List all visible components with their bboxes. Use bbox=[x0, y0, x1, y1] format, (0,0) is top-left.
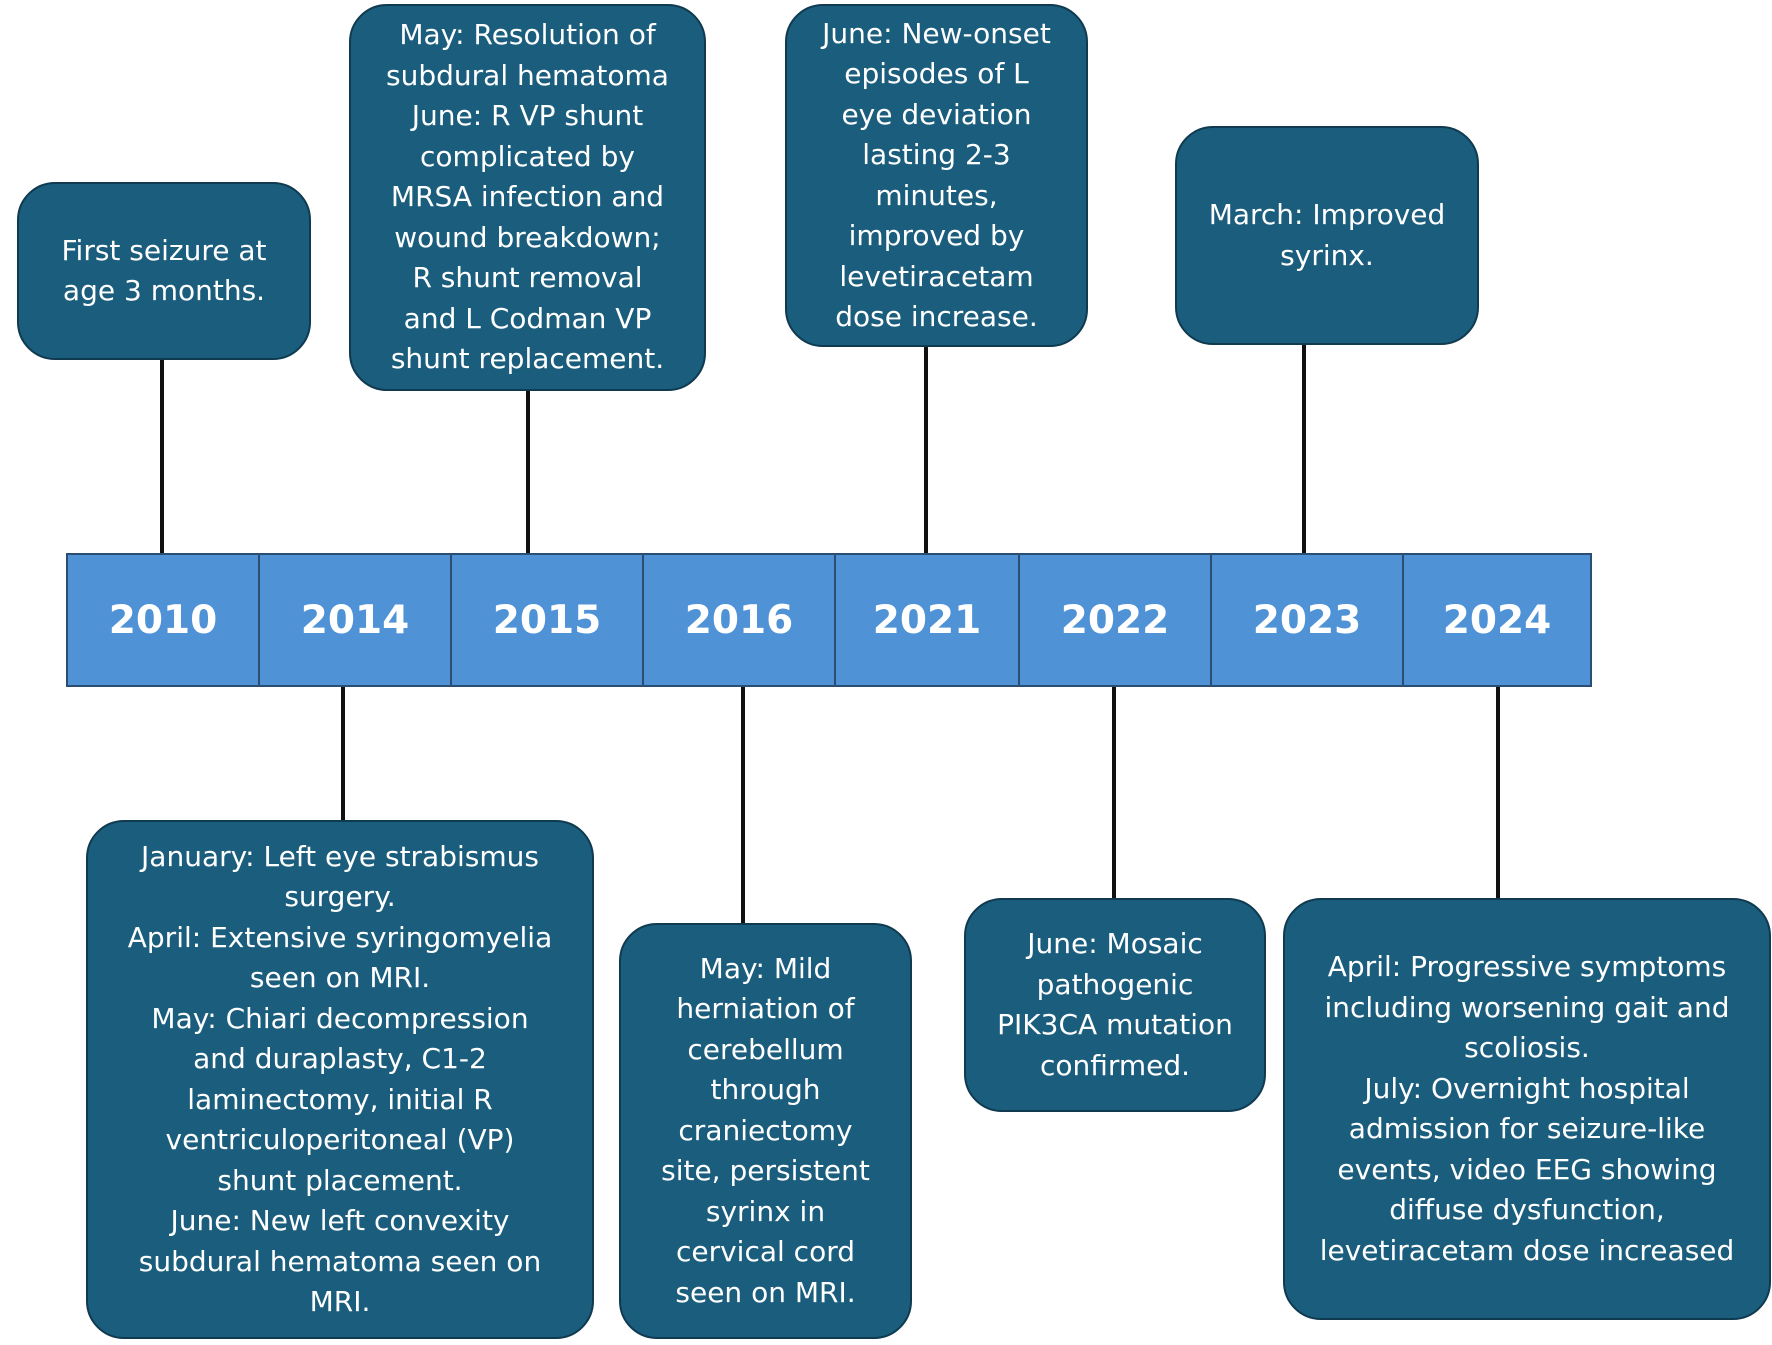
event-text-line: January: Left eye strabismus bbox=[141, 839, 539, 873]
connector-2010 bbox=[160, 358, 164, 555]
event-text-line: admission for seizure-like bbox=[1348, 1112, 1706, 1145]
event-text-line: May: Chiari decompression bbox=[151, 1001, 529, 1035]
year-2023: 2023 bbox=[1212, 555, 1404, 685]
event-text-line: levetiracetam dose increased bbox=[1319, 1233, 1735, 1267]
event-text-line: episodes of L bbox=[844, 57, 1029, 90]
event-text-line: March: Improved bbox=[1208, 198, 1446, 231]
event-text-line: PIK3CA mutation bbox=[997, 1008, 1233, 1041]
event-text-line: and L Codman VP bbox=[403, 301, 652, 335]
event-text-line: R shunt removal bbox=[412, 261, 643, 295]
event-text-line: complicated by bbox=[420, 139, 635, 173]
event-text-line: July: Overnight hospital bbox=[1364, 1071, 1690, 1105]
year-2015: 2015 bbox=[452, 555, 644, 685]
event-text-line: dose increase. bbox=[835, 300, 1038, 333]
event-text-line: MRI. bbox=[309, 1285, 371, 1318]
event-text-line: May: Mild bbox=[699, 951, 832, 985]
event-text-line: shunt placement. bbox=[217, 1163, 463, 1197]
connector-2015 bbox=[526, 389, 530, 555]
event-text-line: surgery. bbox=[284, 880, 396, 913]
connector-2021 bbox=[924, 345, 928, 555]
connector-2014 bbox=[341, 685, 345, 822]
event-text-line: subdural hematoma seen on bbox=[138, 1244, 542, 1278]
event-text-line: April: Extensive syringomyelia bbox=[127, 920, 553, 954]
event-text-line: ventriculoperitoneal (VP) bbox=[165, 1123, 515, 1156]
connector-2022 bbox=[1112, 685, 1116, 900]
event-text-line: site, persistent bbox=[661, 1154, 870, 1188]
event-text-line: including worsening gait and bbox=[1324, 990, 1730, 1024]
event-text-line: seen on MRI. bbox=[675, 1275, 856, 1309]
event-text-line: May: Resolution of bbox=[399, 18, 656, 52]
event-text-line: June: New left convexity bbox=[170, 1204, 510, 1237]
event-text-line: syrinx in bbox=[705, 1194, 826, 1228]
year-2022: 2022 bbox=[1020, 555, 1212, 685]
event-text-line: age 3 months. bbox=[62, 274, 266, 307]
year-2016: 2016 bbox=[644, 555, 836, 685]
year-2010: 2010 bbox=[68, 555, 260, 685]
event-text-line: June: R VP shunt bbox=[411, 99, 644, 133]
year-2024: 2024 bbox=[1404, 555, 1590, 685]
event-box-2010: First seizure at age 3 months. bbox=[17, 182, 311, 360]
event-box-2023: March: Improved syrinx. bbox=[1175, 126, 1479, 345]
event-text-line: shunt replacement. bbox=[390, 342, 665, 376]
event-text-line: minutes, bbox=[875, 178, 998, 212]
event-text-line: through bbox=[710, 1073, 821, 1107]
event-text-line: First seizure at bbox=[61, 233, 267, 267]
event-text-line: June: Mosaic bbox=[1027, 927, 1203, 960]
event-text-line: and duraplasty, C1-2 bbox=[193, 1042, 487, 1075]
event-text-line: cerebellum bbox=[687, 1032, 844, 1066]
event-text-line: pathogenic bbox=[1036, 967, 1194, 1001]
event-text-line: subdural hematoma bbox=[386, 58, 669, 92]
event-text-line: syrinx. bbox=[1280, 238, 1374, 272]
event-box-2014: January: Left eye strabismus surgery. Apri… bbox=[86, 820, 594, 1339]
event-text-line: events, video EEG showing bbox=[1337, 1152, 1717, 1186]
event-text-line: cervical cord bbox=[675, 1235, 856, 1269]
event-box-2024: April: Progressive symptoms including wor… bbox=[1283, 898, 1771, 1320]
event-text-line: confirmed. bbox=[1039, 1048, 1191, 1082]
timeline-bar: 2010 2014 2015 2016 2021 2022 2023 2024 bbox=[66, 553, 1592, 687]
event-text-line: April: Progressive symptoms bbox=[1327, 950, 1727, 983]
event-text-line: wound breakdown; bbox=[394, 220, 661, 254]
event-text-line: levetiracetam bbox=[839, 259, 1034, 293]
event-box-2016: May: Mild herniation of cerebellum through c… bbox=[619, 923, 912, 1339]
event-text-line: diffuse dysfunction, bbox=[1389, 1193, 1665, 1226]
event-text-line: craniectomy bbox=[678, 1113, 853, 1147]
year-2014: 2014 bbox=[260, 555, 452, 685]
connector-2016 bbox=[741, 685, 745, 925]
event-text-line: herniation of bbox=[676, 992, 855, 1026]
connector-2024 bbox=[1496, 685, 1500, 900]
event-text-line: improved by bbox=[848, 219, 1025, 252]
event-text-line: seen on MRI. bbox=[249, 961, 431, 994]
event-text-line: MRSA infection and bbox=[390, 180, 665, 214]
event-text-line: scoliosis. bbox=[1464, 1031, 1590, 1064]
event-text-line: eye deviation bbox=[841, 97, 1032, 131]
connector-2023 bbox=[1302, 343, 1306, 555]
year-2021: 2021 bbox=[836, 555, 1020, 685]
event-text-line: lasting 2-3 bbox=[862, 138, 1011, 171]
event-text-line: laminectomy, initial R bbox=[187, 1082, 493, 1116]
event-text-line: June: New-onset bbox=[822, 16, 1051, 50]
event-box-2021: June: New-onset episodes of L eye deviatio… bbox=[785, 4, 1088, 347]
